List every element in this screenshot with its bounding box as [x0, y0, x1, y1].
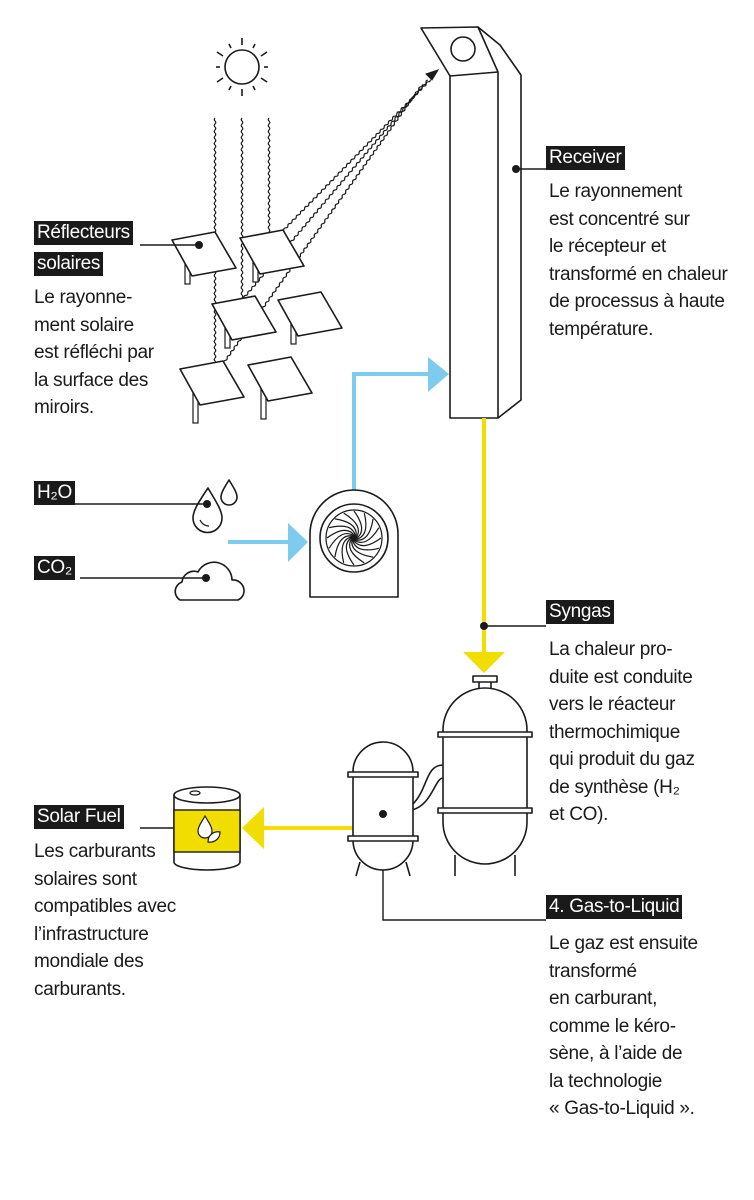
water-label: H₂O — [34, 481, 75, 505]
receiver-description: Le rayonnement est concentré sur le réce… — [549, 181, 728, 340]
mirror-icon — [239, 229, 305, 283]
fan-blade — [334, 535, 354, 558]
fuel-barrel-icon — [173, 786, 241, 871]
fan-blade — [351, 539, 380, 551]
fan-blade — [353, 510, 363, 540]
fuel-flow-arrowhead-icon — [242, 807, 264, 849]
reflected-ray — [268, 79, 431, 246]
fan-blade — [352, 537, 382, 547]
heat-flow-arrowhead-icon — [463, 652, 505, 673]
mirror-field — [171, 229, 343, 424]
mirror-icon — [247, 356, 313, 420]
ray-arrowhead-icon — [425, 69, 440, 81]
fan-blade — [351, 538, 374, 558]
gas-to-liquid-description: Le gaz est ensuite transformé en carbura… — [549, 933, 698, 1119]
fan-blade — [354, 518, 374, 541]
input-flow-arrowhead-icon — [428, 357, 449, 392]
receiver-label: Receiver — [546, 146, 625, 170]
input-flow-line-up — [352, 372, 430, 495]
solar-tower-icon — [420, 26, 522, 419]
sun-ray — [240, 117, 244, 299]
mirror-icon — [179, 360, 245, 424]
reflectors-label-line1: Réflecteurs — [34, 221, 133, 245]
cloud-icon — [174, 561, 245, 601]
syngas-description: La chaleur pro- duite est conduite vers … — [549, 639, 695, 825]
sun-icon — [216, 38, 268, 96]
fan-blade — [349, 537, 365, 564]
mirror-icon — [211, 295, 277, 349]
gas-to-liquid-label: 4. Gas-to-Liquid — [546, 895, 683, 919]
fan-icon — [309, 489, 399, 598]
mirror-icon — [171, 231, 237, 285]
fan-blade — [326, 529, 356, 539]
fan-blade — [353, 527, 380, 543]
syngas-label: Syngas — [546, 600, 614, 624]
fan-blade — [355, 512, 367, 541]
fan-blade — [341, 535, 353, 564]
co2-label: CO₂ — [34, 556, 75, 580]
solar-fuel-description: Les carburants solaires sont compatibles… — [34, 841, 176, 1000]
fan-blade — [343, 512, 359, 539]
mirror-icon — [277, 291, 343, 345]
reflectors-description: Le rayonne- ment solaire est réfléchi pa… — [34, 287, 154, 418]
input-flow-arrowhead-icon — [288, 523, 308, 562]
fan-blade — [345, 536, 355, 566]
fan-blade — [328, 525, 357, 537]
sun-ray — [267, 117, 271, 245]
fan-blade — [328, 533, 355, 549]
water-drop-icon — [192, 479, 238, 534]
leaf-drop-icon — [197, 814, 221, 843]
fan-blade — [334, 518, 357, 538]
reflectors-label-line2: solaires — [34, 252, 104, 276]
solar-fuel-label: Solar Fuel — [34, 805, 124, 829]
reactor-icon — [347, 675, 533, 877]
